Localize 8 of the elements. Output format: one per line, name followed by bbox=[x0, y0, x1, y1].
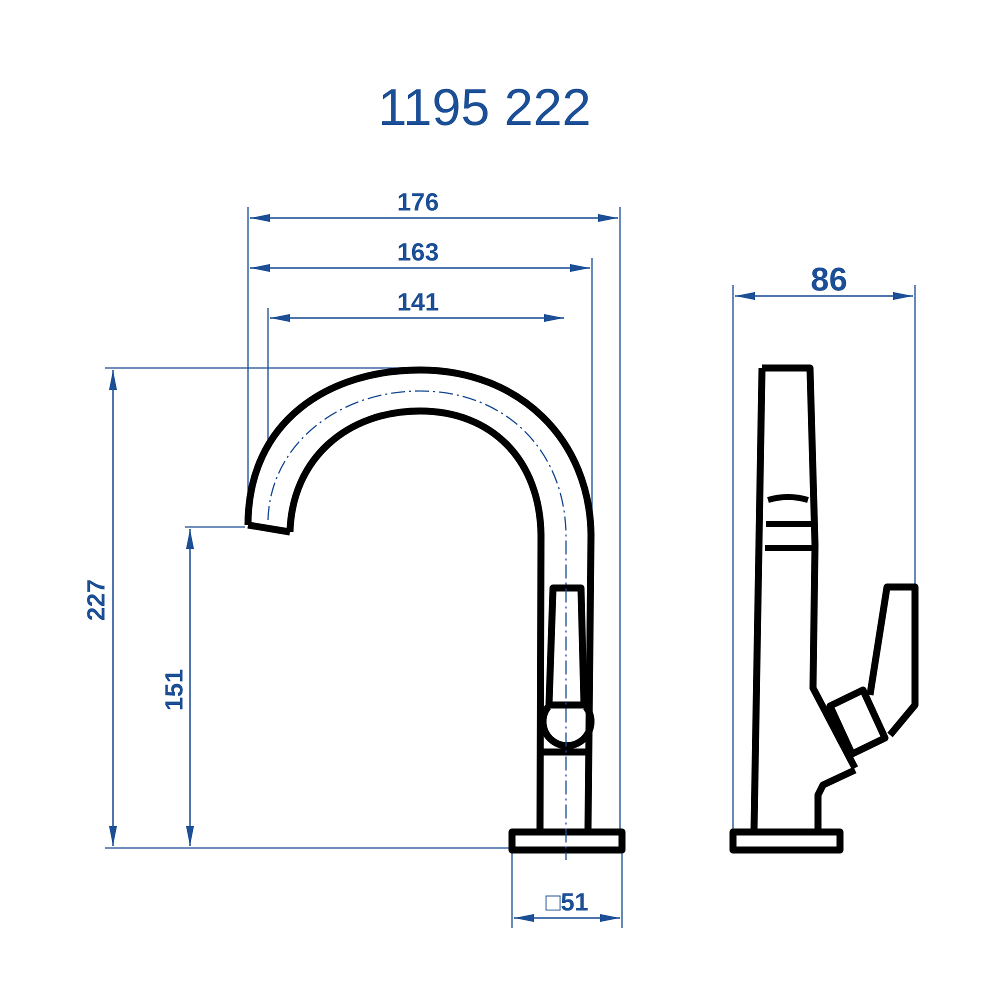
dimension-label: □51 bbox=[546, 890, 588, 916]
dimension-label: 163 bbox=[397, 240, 439, 266]
dimension-label: 141 bbox=[397, 290, 439, 316]
dimension-label: 176 bbox=[397, 190, 439, 216]
diagram-title: 1195 222 bbox=[378, 82, 592, 134]
dimension-label: 86 bbox=[810, 262, 848, 296]
dimension-label: 227 bbox=[84, 579, 110, 621]
dimension-label: 151 bbox=[162, 669, 188, 711]
